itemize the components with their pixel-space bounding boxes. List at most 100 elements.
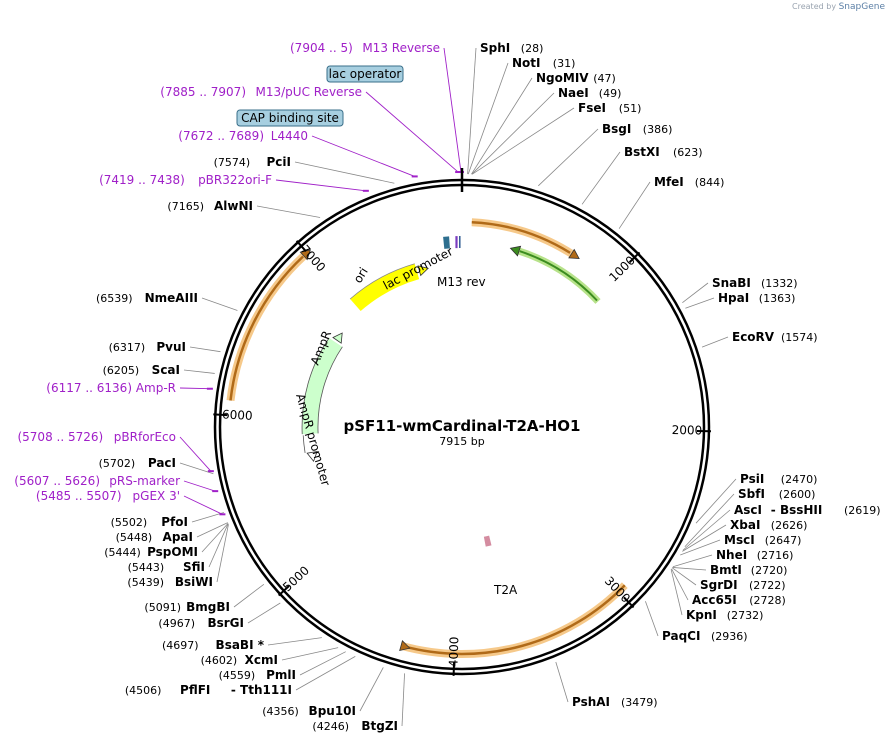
primer-label-pgex-3-[interactable]: pGEX 3'(5485 .. 5507) [36,489,180,503]
site-name: PsiI [740,472,764,486]
credit-text: Created by [792,2,837,11]
site-position: (4246) [312,720,349,733]
orf-left-arrow[interactable] [229,255,304,401]
site-position: (4356) [262,705,299,718]
primer-leader-line [311,135,415,177]
site-label-bsabi-[interactable]: BsaBI *(4697) [162,638,265,652]
cap-binding-site-badge[interactable]: CAP binding site [236,109,344,127]
ori-feature[interactable] [350,263,420,312]
site-name: NaeI [558,86,589,100]
site-position: (51) [619,102,642,115]
orf-bottom-arrow[interactable] [402,584,626,656]
feature-layer [226,218,628,659]
site-label-ngomiv[interactable]: NgoMIV(47) [536,71,616,85]
site-label-bstxi[interactable]: BstXI(623) [624,145,703,159]
primer-range: (7672 .. 7689) [178,129,264,143]
site-label-pmli[interactable]: PmlI(4559) [219,668,296,682]
site-label-scai[interactable]: ScaI(6205) [103,363,180,377]
site-leader-line [581,151,621,205]
site-position: (1332) [761,277,798,290]
site-label-sgrdi[interactable]: SgrDI(2722) [700,578,786,592]
site-label-noti[interactable]: NotI(31) [512,56,575,70]
site-position: (4697) [162,639,199,652]
primer-label-amp-r[interactable]: Amp-R(6117 .. 6136) [46,381,176,395]
site-leader-line [267,637,322,646]
primer-label-prs-marker[interactable]: pRS-marker(5607 .. 5626) [14,474,180,488]
site-label-ecorv[interactable]: EcoRV(1574) [732,330,818,344]
site-label-nhei[interactable]: NheI(2716) [716,548,793,562]
primer-range: (7419 .. 7438) [99,173,185,187]
site-label-pvui[interactable]: PvuI(6317) [109,340,186,354]
primer-leader-line [443,47,462,173]
site-leader-line [671,568,689,601]
site-label-bsrgi[interactable]: BsrGI (4967) [158,616,244,630]
site-label-fsei[interactable]: FseI(51) [578,101,641,115]
site-leader-line [671,567,697,586]
site-position: (4506) [125,684,162,697]
t2a-feature[interactable] [483,535,492,547]
site-name: NmeAIII [145,291,198,305]
site-label-xbai[interactable]: XbaI(2626) [730,518,807,532]
site-label-bsiwi[interactable]: BsiWI(5439) [127,575,213,589]
lac-region-block[interactable] [443,236,450,249]
site-label-bmgbi[interactable]: BmgBI(5091) [144,600,230,614]
primer-range: (7885 .. 7907) [160,85,246,99]
site-label-paci[interactable]: PacI(5702) [99,456,176,470]
site-leader-line [618,181,651,229]
m13-rev-label: M13 rev [437,275,486,289]
primer-label-m13-reverse[interactable]: M13 Reverse(7904 .. 5) [290,41,440,55]
site-label-apai[interactable]: ApaI(5448) [116,530,193,544]
lac-operator-badge[interactable]: lac operator [326,65,404,83]
plasmid-name: pSF11-wmCardinal-T2A-HO1 [344,417,581,435]
site-name: HpaI [718,291,749,305]
site-label-kpni[interactable]: KpnI(2732) [686,608,763,622]
primer-label-pbr322ori-f[interactable]: pBR322ori-F(7419 .. 7438) [99,173,272,187]
site-name: BsrGI [207,616,244,630]
site-label-nmeaiii[interactable]: NmeAIII(6539) [96,291,198,305]
ampr-feature[interactable] [302,337,343,435]
site-label-alwni[interactable]: AlwNI (7165) [167,199,253,213]
site-label-pcii[interactable]: PciI(7574) [214,155,291,169]
ampr-promoter-feature[interactable] [303,434,319,453]
site-label-sphi[interactable]: SphI(28) [480,41,543,55]
site-label-pspomi[interactable]: PspOMI(5444) [104,545,198,559]
site-label-pshai[interactable]: PshAI(3479) [572,695,658,709]
site-label-snabi[interactable]: SnaBI(1332) [712,276,798,290]
site-leader-line [233,583,265,608]
site-leader-line [682,524,727,552]
primer-label-m13-puc-reverse[interactable]: M13/pUC Reverse(7885 .. 7907) [160,85,362,99]
site-label-paqci[interactable]: PaqCI(2936) [662,629,748,643]
ampr-edge-outer [301,337,330,435]
primer-label-pbrforeco[interactable]: pBRforEco(5708 .. 5726) [17,430,176,444]
tick-mark [623,596,635,609]
site-position: (4967) [158,617,195,630]
site-label-asci[interactable]: AscI- BssHII(2619) [734,503,881,517]
site-name: AlwNI [214,199,253,213]
site-label-btgzi[interactable]: BtgZI(4246) [312,719,398,733]
site-label-bpu10i[interactable]: Bpu10I(4356) [262,704,356,718]
site-label-xcmi[interactable]: XcmI(4602) [201,653,278,667]
site-label-pfoi[interactable]: PfoI(5502) [111,515,188,529]
site-label-sfii[interactable]: SfiI(5443) [128,560,205,574]
site-label-naei[interactable]: NaeI(49) [558,86,621,100]
site-label-hpai[interactable]: HpaI(1363) [718,291,795,305]
site-label-sbfi[interactable]: SbfI(2600) [738,487,815,501]
green-orf-halo[interactable] [515,247,601,304]
site-label-acc65i[interactable]: Acc65I(2728) [692,593,786,607]
site-name: PspOMI [147,545,198,559]
site-label-msci[interactable]: MscI(2647) [724,533,801,547]
green-orf-arrow[interactable] [519,250,598,302]
site-label-bmti[interactable]: BmtI(2720) [710,563,787,577]
site-label-psii[interactable]: PsiI(2470) [740,472,817,486]
site-position: (6317) [109,341,146,354]
primer-label-l4440[interactable]: L4440 (7672 .. 7689) [178,129,308,143]
site-position: (7165) [167,200,204,213]
primer-name: L4440 [271,129,308,143]
orf-top-arrow[interactable] [471,220,571,254]
tick-mark [213,413,228,417]
site-label-bsgi[interactable]: BsgI(386) [602,122,672,136]
ampr-edge-inner [317,346,343,434]
site-label-mfei[interactable]: MfeI(844) [654,175,724,189]
